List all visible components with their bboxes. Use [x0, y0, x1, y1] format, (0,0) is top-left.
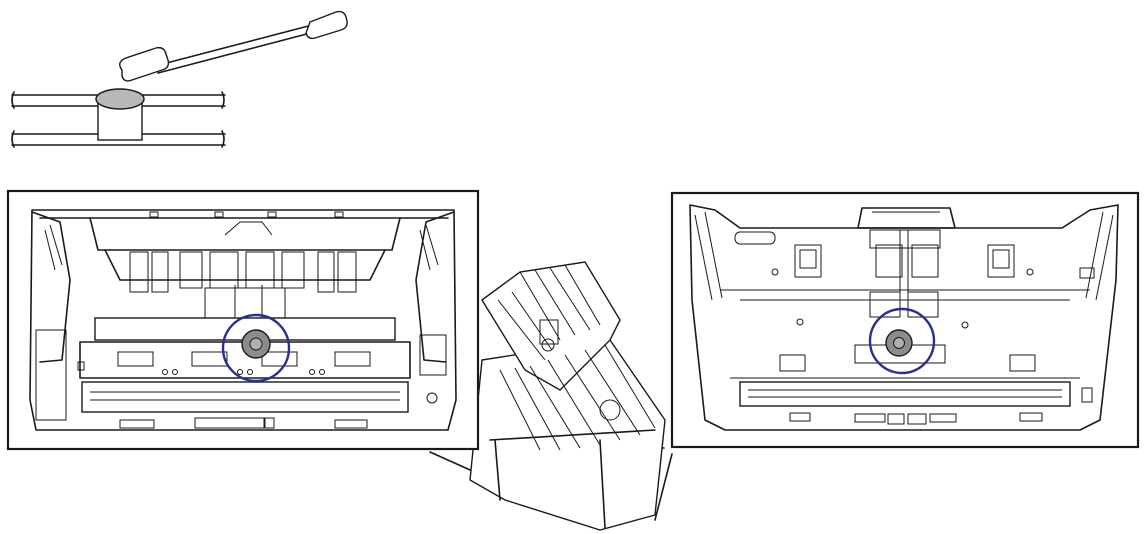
- roller-closeup-icon: [11, 88, 226, 148]
- highlight-circle-icon: [868, 307, 936, 375]
- swab-cleaning-illustration: [11, 10, 348, 148]
- scanner-open-lid-view: [6, 189, 480, 451]
- scanner-open-perspective: [429, 261, 673, 531]
- scanner-base-view: [670, 191, 1140, 449]
- highlight-circle-icon: [221, 313, 291, 383]
- cotton-swab-icon: [119, 10, 348, 82]
